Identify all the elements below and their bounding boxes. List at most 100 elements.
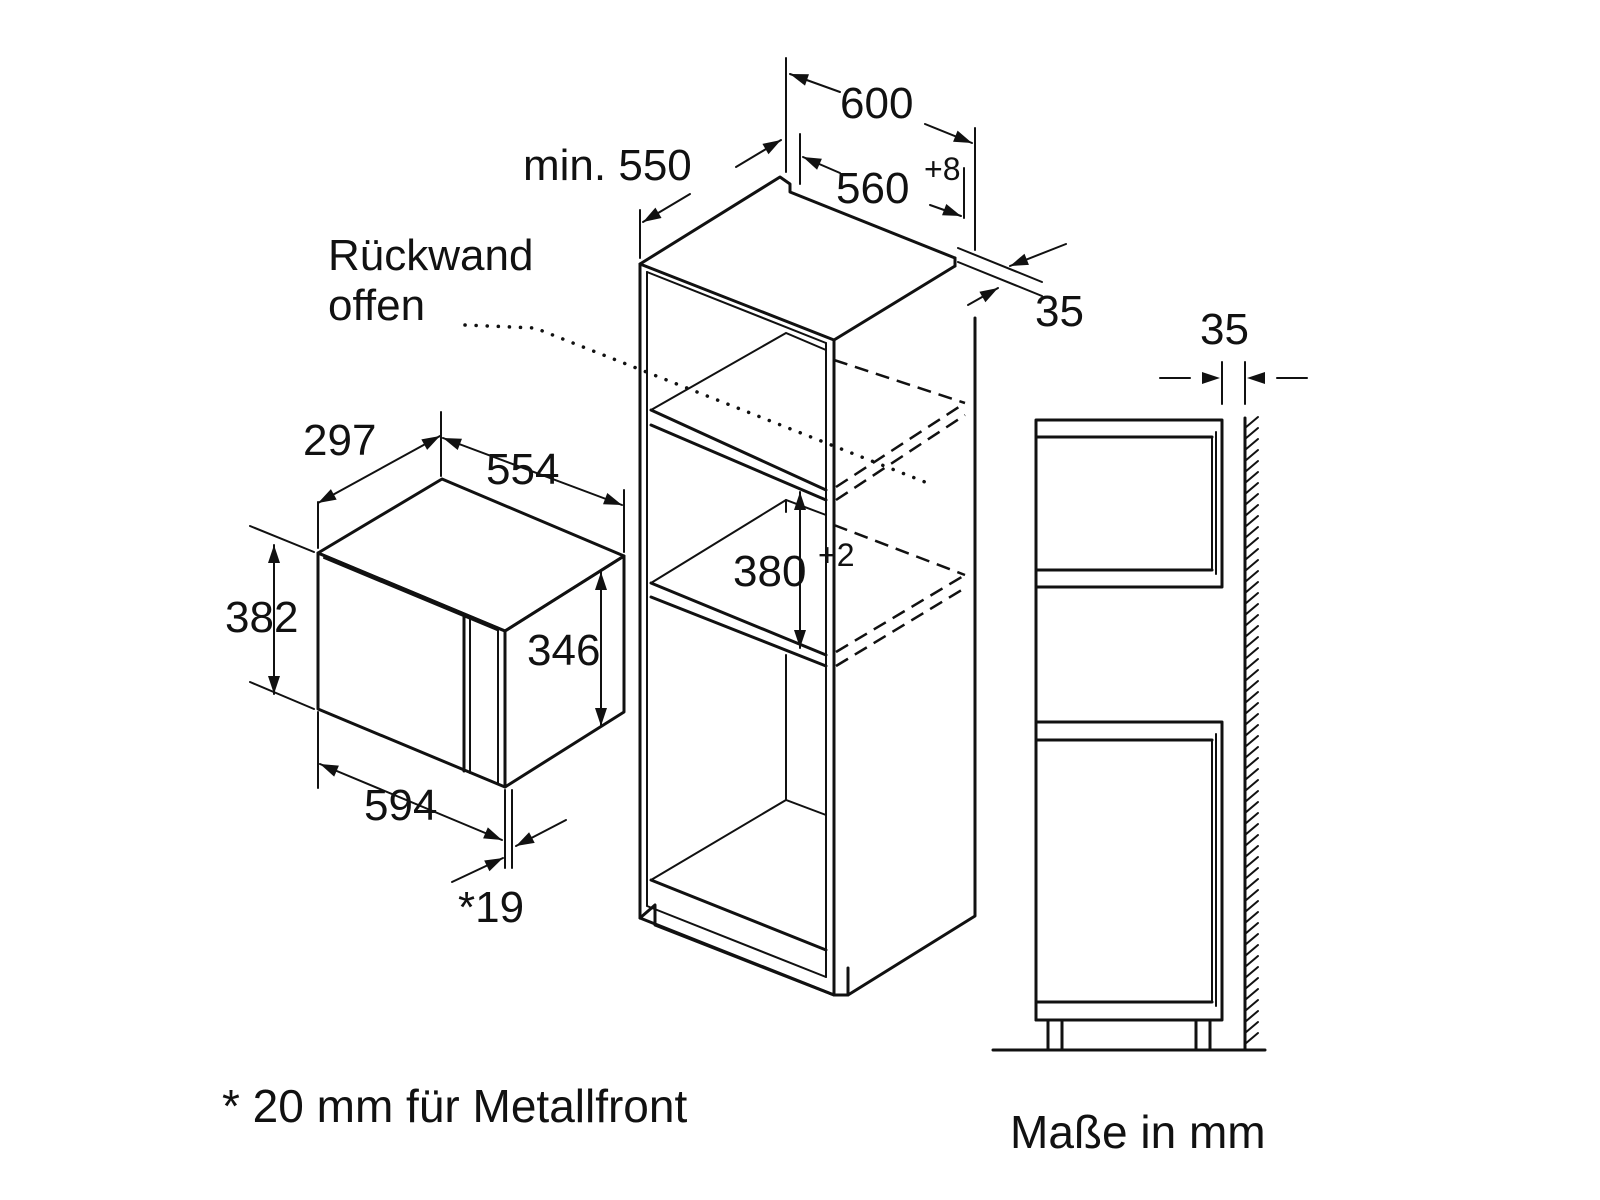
hatch-line xyxy=(1244,625,1259,638)
hatch-line xyxy=(1244,636,1259,649)
hatch-line xyxy=(1244,526,1259,539)
hatch-line xyxy=(1244,460,1259,473)
hatch-line xyxy=(1244,515,1259,528)
hatch-line xyxy=(1244,790,1259,803)
hatch-line xyxy=(1244,757,1259,770)
arrowhead xyxy=(595,708,607,726)
hatch-line xyxy=(1244,878,1259,891)
hatch-line xyxy=(1244,702,1259,715)
hatch-line xyxy=(1244,933,1259,946)
label-594: 594 xyxy=(364,781,437,830)
hatch-line xyxy=(1244,746,1259,759)
label-380-tolerance: +2 xyxy=(818,537,854,573)
arrowhead xyxy=(942,204,961,216)
hatch-line xyxy=(1244,922,1259,935)
hatch-line xyxy=(1244,614,1259,627)
hatch-line xyxy=(1244,735,1259,748)
label-297: 297 xyxy=(303,416,376,465)
hatch-line xyxy=(1244,691,1259,704)
arrowhead xyxy=(803,157,822,170)
hatch-line xyxy=(1244,911,1259,924)
hatch-line xyxy=(1244,570,1259,583)
hatch-line xyxy=(1244,801,1259,814)
arrowhead xyxy=(603,493,622,505)
units-note: Maße in mm xyxy=(1010,1106,1266,1158)
hatch-line xyxy=(1244,504,1259,517)
hatch-line xyxy=(1244,592,1259,605)
hatch-line xyxy=(1244,768,1259,781)
arrowhead xyxy=(484,858,503,872)
hatch-line xyxy=(1244,438,1259,451)
hatch-line xyxy=(1244,889,1259,902)
hatch-line xyxy=(1244,856,1259,869)
hatch-line xyxy=(1244,867,1259,880)
dimension-arrowheads xyxy=(268,74,1265,872)
arrowhead xyxy=(643,207,662,222)
arrowhead xyxy=(516,832,535,846)
hatch-line xyxy=(1244,977,1259,990)
hatch-line xyxy=(1244,955,1259,968)
label-560-tolerance: +8 xyxy=(924,151,960,187)
arrowhead xyxy=(483,827,502,840)
arrowhead xyxy=(762,140,781,155)
hatch-line xyxy=(1244,823,1259,836)
hatch-line xyxy=(1244,1032,1259,1045)
arrowhead xyxy=(268,545,280,563)
wall-hatching xyxy=(1244,416,1259,1045)
arrowhead xyxy=(595,572,607,590)
hatch-line xyxy=(1244,680,1259,693)
hatch-line xyxy=(1244,779,1259,792)
hatch-line xyxy=(1244,482,1259,495)
microwave-appliance xyxy=(316,477,626,789)
arrowhead xyxy=(794,630,806,648)
hatch-line xyxy=(1244,493,1259,506)
label-35-top: 35 xyxy=(1035,287,1084,336)
hatch-line xyxy=(1244,966,1259,979)
arrowhead xyxy=(1202,372,1220,384)
arrowhead xyxy=(953,130,972,143)
label-rueckwand: Rückwand xyxy=(328,231,533,280)
hatch-line xyxy=(1244,647,1259,660)
hatch-line xyxy=(1244,537,1259,550)
hatch-line xyxy=(1244,548,1259,561)
label-382: 382 xyxy=(225,593,298,642)
hatch-line xyxy=(1244,471,1259,484)
hatch-line xyxy=(1244,427,1259,440)
arrowhead xyxy=(320,764,339,777)
hatch-line xyxy=(1244,812,1259,825)
arrowhead xyxy=(1010,253,1029,266)
microwave-dimension-lines xyxy=(249,411,625,883)
hatch-line xyxy=(1244,845,1259,858)
label-19: *19 xyxy=(458,883,524,932)
hatch-line xyxy=(1244,900,1259,913)
arrowhead xyxy=(979,288,998,303)
hatch-line xyxy=(1244,999,1259,1012)
hatch-line xyxy=(1244,1021,1259,1034)
arrowhead xyxy=(1247,372,1265,384)
hatch-line xyxy=(1244,658,1259,671)
hatch-line xyxy=(1244,449,1259,462)
hatch-line xyxy=(1244,944,1259,957)
hatch-line xyxy=(1244,724,1259,737)
hatch-line xyxy=(1244,713,1259,726)
side-section-view xyxy=(991,361,1308,1052)
label-380: 380 xyxy=(733,547,806,596)
footnote-metal-front: * 20 mm für Metallfront xyxy=(222,1080,687,1132)
label-offen: offen xyxy=(328,281,425,330)
hatch-line xyxy=(1244,834,1259,847)
hatch-line xyxy=(1244,416,1259,429)
hatch-line xyxy=(1244,1010,1259,1023)
hatch-line xyxy=(1244,581,1259,594)
arrowhead xyxy=(318,489,337,503)
label-600: 600 xyxy=(840,79,913,128)
hatch-line xyxy=(1244,669,1259,682)
arrowhead xyxy=(443,438,462,450)
arrowhead xyxy=(421,436,440,450)
label-35-side: 35 xyxy=(1200,305,1249,354)
hatch-line xyxy=(1244,603,1259,616)
arrowhead xyxy=(794,492,806,510)
label-346: 346 xyxy=(527,626,600,675)
arrowhead xyxy=(268,676,280,694)
label-560: 560 xyxy=(836,164,909,213)
